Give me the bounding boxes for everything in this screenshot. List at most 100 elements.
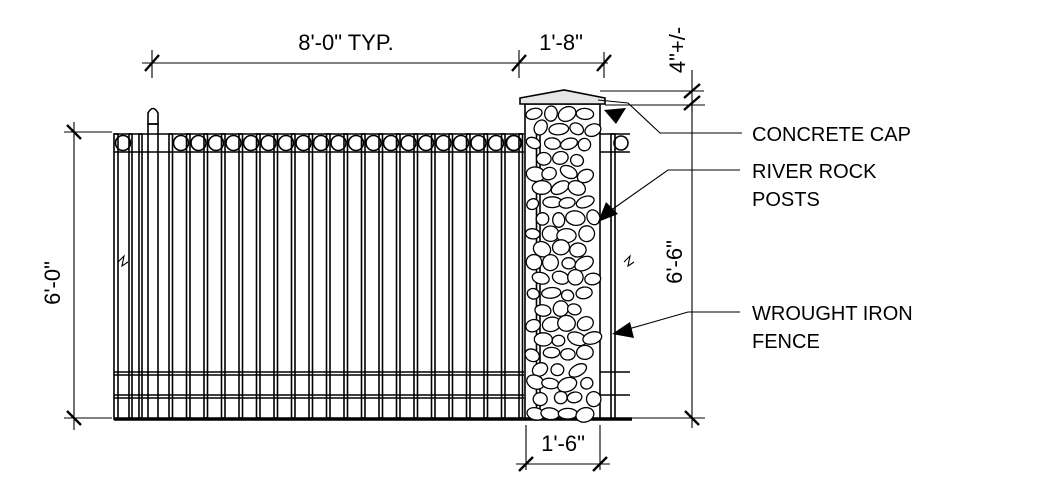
fence-picket	[483, 133, 489, 419]
river-rock-stone	[580, 376, 594, 390]
wrought-iron-label-2: FENCE	[752, 331, 820, 353]
river-rock-stone	[577, 137, 592, 152]
break-line-right	[623, 254, 635, 268]
fence-ring	[172, 134, 190, 152]
fence-picket	[448, 133, 454, 419]
fence-picket	[500, 133, 506, 419]
fence-ring	[347, 134, 365, 152]
fence-picket	[378, 133, 384, 419]
fence-ring	[190, 134, 207, 152]
river-rock-stone	[552, 150, 569, 165]
river-rock-stone	[535, 212, 550, 226]
river-rock-stone	[543, 137, 562, 150]
river-rock-stone	[585, 390, 602, 408]
fence-picket	[138, 133, 143, 419]
fence-picket	[518, 133, 524, 419]
river-rock-stone	[569, 242, 587, 258]
post-height-label: 6'-6"	[662, 240, 687, 284]
river-rock-label-2: POSTS	[752, 189, 820, 211]
river-rock-stone	[575, 286, 593, 300]
wrought-iron-label-1: WROUGHT IRON	[752, 303, 913, 325]
river-rock-stone	[557, 407, 578, 420]
river-rock-stone	[569, 122, 585, 136]
river-rock-stone	[541, 377, 560, 390]
fence-ring	[435, 134, 452, 152]
river-rock-stone	[531, 362, 549, 377]
river-rock-stone	[525, 253, 543, 271]
river-rock-stone	[531, 180, 552, 195]
river-rock-stone	[525, 318, 541, 333]
river-rock-stone	[540, 286, 562, 299]
river-rock-stone	[544, 105, 558, 122]
fence-picket	[343, 133, 349, 419]
fence-ring	[277, 134, 295, 152]
fence-picket	[465, 133, 471, 419]
fence-ring	[470, 134, 487, 152]
dimension-panel-width: 8'-0" TYP. 1'-8"	[142, 30, 612, 78]
river-rock-stone	[565, 210, 586, 227]
fence-ring	[207, 134, 225, 152]
fence-pickets	[128, 133, 541, 419]
river-rock-stone	[532, 391, 548, 407]
post-base-width-label: 1'-6"	[541, 431, 585, 456]
river-rock-stone	[541, 225, 560, 243]
dimension-cap-height: 4"+/-	[600, 27, 704, 112]
river-rock-stone	[557, 314, 576, 332]
river-rock-stone	[535, 151, 552, 166]
dimension-fence-height: 6'-0"	[40, 122, 112, 430]
cap-height-label: 4"+/-	[665, 27, 690, 73]
river-rock-stone	[525, 107, 543, 121]
fence-picket	[413, 133, 419, 419]
wrought-iron-fence-panel	[113, 107, 541, 420]
fence-picket	[430, 133, 436, 419]
river-rock-stone	[559, 137, 579, 151]
river-rock-stone	[525, 136, 542, 150]
river-rock-stone	[557, 105, 577, 123]
river-rock-stone	[551, 239, 571, 256]
river-rock-stone	[551, 334, 566, 347]
river-rock-post	[524, 103, 603, 423]
river-rock-stone	[560, 347, 576, 361]
fence-ring	[417, 134, 435, 152]
river-rock-stone	[576, 168, 595, 184]
river-rock-stone	[552, 212, 566, 228]
fence-picket	[255, 133, 261, 419]
river-rock-stone	[533, 119, 548, 136]
fence-ring	[295, 134, 312, 152]
river-rock-stone	[569, 153, 585, 167]
fence-picket	[290, 133, 296, 419]
fence-ring	[505, 134, 523, 152]
river-rock-stone	[568, 363, 588, 378]
fence-ring	[260, 134, 277, 152]
river-rock-stone	[566, 303, 582, 316]
river-rock-stone	[575, 195, 595, 209]
river-rock-stone	[541, 166, 557, 181]
river-rock-stones	[524, 105, 603, 423]
break-line	[117, 254, 129, 268]
river-rock-stone	[526, 287, 540, 300]
river-rock-stone	[575, 406, 595, 423]
fence-picket	[238, 133, 244, 419]
callout-concrete-cap: CONCRETE CAP	[597, 99, 911, 146]
fence-ring	[114, 134, 132, 152]
wrought-iron-fence-stub	[600, 133, 635, 420]
fence-ring	[330, 134, 347, 152]
fence-ring	[452, 134, 470, 152]
river-rock-stone	[586, 209, 601, 226]
fence-ring	[400, 134, 417, 152]
river-rock-stone	[584, 123, 602, 138]
fence-picket	[308, 133, 314, 419]
river-rock-stone	[550, 180, 570, 196]
river-rock-stone	[560, 289, 575, 302]
fence-height-label: 6'-0"	[40, 261, 65, 305]
fence-ring	[312, 134, 330, 152]
river-rock-stone	[575, 344, 594, 361]
river-rock-stone	[558, 196, 576, 209]
river-rock-stone	[557, 376, 578, 393]
fence-ring	[242, 134, 260, 152]
fence-picket	[203, 133, 209, 419]
fence-ring-ornaments	[114, 134, 523, 152]
river-rock-stone	[542, 346, 561, 359]
river-rock-stone	[526, 198, 540, 211]
dimension-post-height: 6'-6"	[605, 104, 705, 428]
